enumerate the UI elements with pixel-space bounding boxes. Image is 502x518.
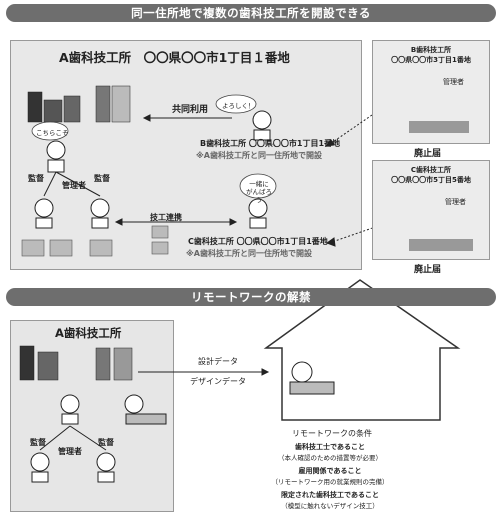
manager-label: 管理者 <box>62 181 86 190</box>
c-lab-manager: 管理者 <box>445 198 466 206</box>
speech-bubble-yoroshiku: よろしく！ <box>222 102 255 110</box>
condition-1: 歯科技工士であること <box>295 443 365 451</box>
condition-1-detail: （本人確認のための措置等が必要） <box>278 454 382 462</box>
b-lab-manager: 管理者 <box>443 78 464 86</box>
c-lab-note: ※A歯科技工所と同一住所地で開設 <box>186 249 312 258</box>
b-lab-address: B歯科技工所 〇〇県〇〇市1丁目1番地 <box>200 139 341 148</box>
b-lab-box: B歯科技工所 〇〇県〇〇市3丁目1番地 管理者 <box>372 40 490 144</box>
c-lab-address: C歯科技工所 〇〇県〇〇市1丁目1番地 <box>188 237 328 246</box>
b-lab-box-address: 〇〇県〇〇市3丁目1番地 <box>391 56 471 64</box>
bottom-manager-label: 管理者 <box>58 447 82 456</box>
design-data-label-2: デザインデータ <box>190 377 246 386</box>
design-data-label-1: 設計データ <box>198 357 238 366</box>
c-lab-name: C歯科技工所 <box>410 166 452 174</box>
condition-2-detail: （リモートワーク用の就業規則の完備） <box>271 478 389 486</box>
tech-collab-label: 技工連携 <box>150 213 182 222</box>
section-banner-remote-work: リモートワークの解禁 <box>6 288 496 306</box>
section-banner-same-address: 同一住所地で複数の歯科技工所を開設できる <box>6 4 496 22</box>
supervise-label-right: 監督 <box>94 174 110 183</box>
b-lab-closure-label: 廃止届 <box>414 149 442 159</box>
c-lab-equipment-icon <box>409 239 473 251</box>
condition-3-detail: （模型に触れないデザイン技工） <box>281 502 379 510</box>
bottom-supervise-left: 監督 <box>30 438 46 447</box>
dental-model-icons <box>21 225 169 257</box>
remote-conditions-title: リモートワークの条件 <box>292 429 372 438</box>
a-lab-title: A歯科技工所 〇〇県〇〇市1丁目１番地 <box>59 50 290 65</box>
a-lab-panel: A歯科技工所 〇〇県〇〇市1丁目１番地 <box>10 40 362 270</box>
b-lab-name: B歯科技工所 <box>410 46 452 54</box>
b-lab-note: ※A歯科技工所と同一住所地で開設 <box>196 151 322 160</box>
condition-2: 雇用関係であること <box>298 467 362 475</box>
people-figures <box>34 110 272 229</box>
speech-bubble-ganbarou: 一緒に がんばろう <box>246 180 272 204</box>
shared-use-label: 共同利用 <box>172 105 209 115</box>
condition-3: 限定された歯科技工であること <box>281 491 379 499</box>
c-lab-box-address: 〇〇県〇〇市5丁目5番地 <box>391 176 471 184</box>
c-lab-closure-label: 廃止届 <box>414 265 442 275</box>
speech-bubble-kochirakoso: こちらこそ <box>36 129 69 137</box>
bottom-supervise-right: 監督 <box>98 438 114 447</box>
supervise-label-left: 監督 <box>28 174 44 183</box>
c-lab-box: C歯科技工所 〇〇県〇〇市5丁目5番地 管理者 <box>372 160 490 260</box>
equipment-icons <box>27 85 131 123</box>
b-lab-equipment-icon <box>409 121 469 133</box>
